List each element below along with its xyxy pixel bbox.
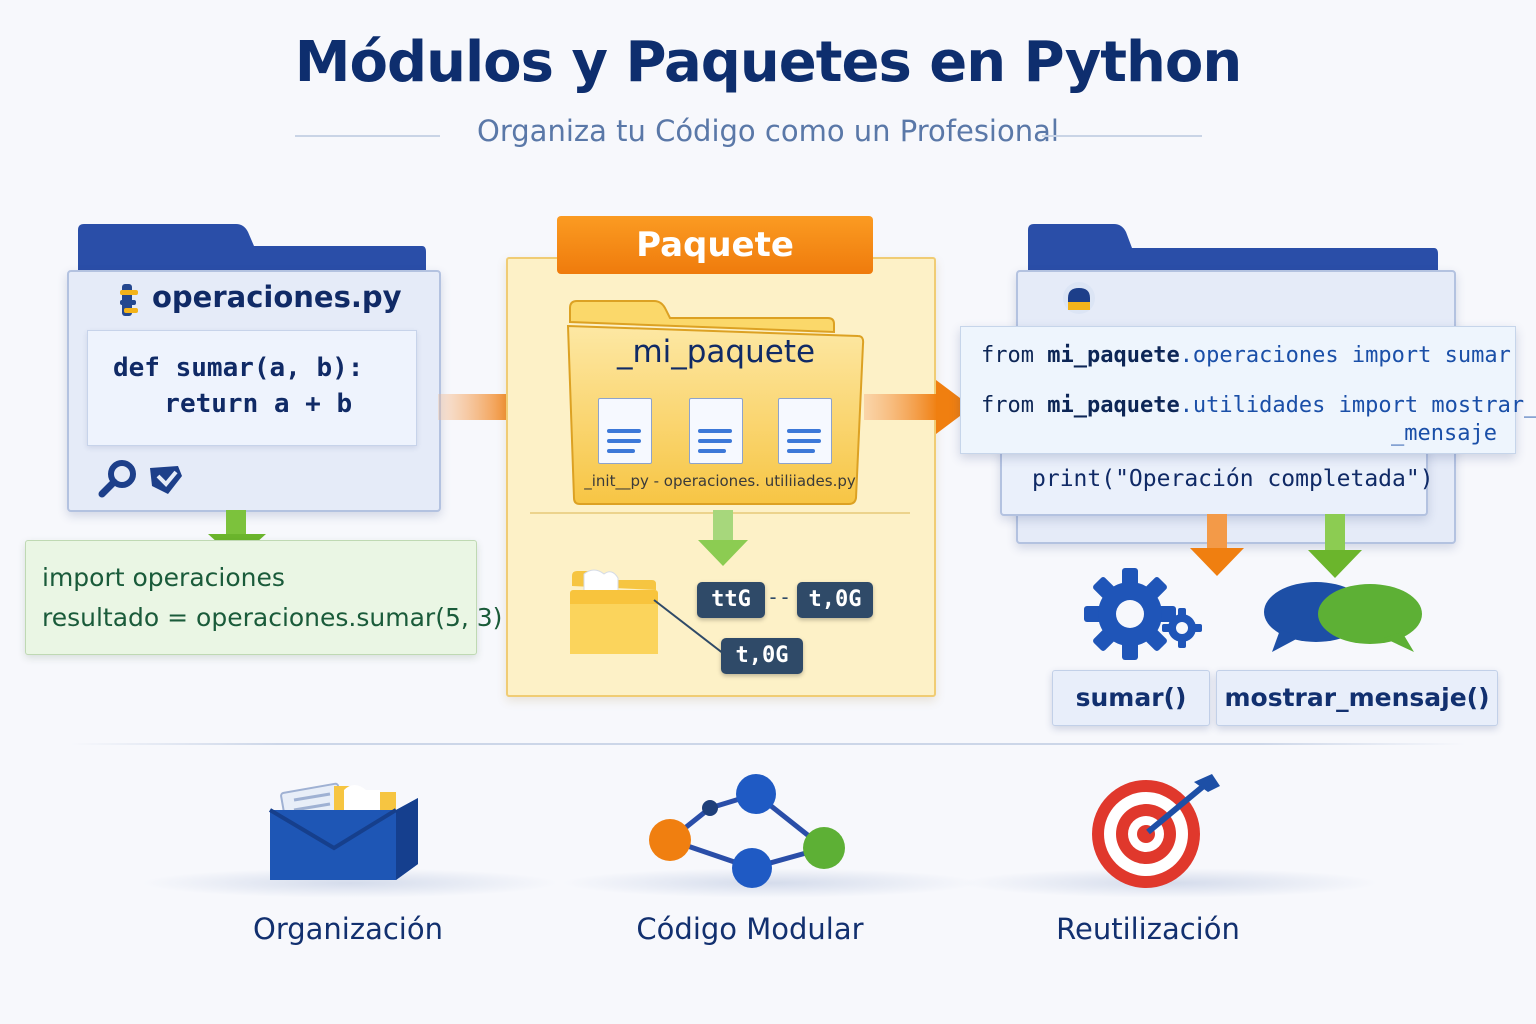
target-icon — [1092, 774, 1220, 888]
function-sumar: sumar() — [1052, 670, 1210, 726]
import-statement: from mi_paquete.operaciones import sumar — [981, 343, 1511, 368]
file-icon — [689, 398, 743, 464]
import-target: .utilidades import mostrar_ — [1179, 393, 1536, 418]
import-example-box: import operaciones resultado = operacion… — [25, 540, 502, 655]
file-icon — [778, 398, 832, 464]
benefit-reutilizacion: Reutilización — [1056, 912, 1240, 946]
import-line: import operaciones — [42, 563, 285, 592]
tag-icon — [150, 466, 182, 494]
arrow-down-orange-icon — [1190, 514, 1244, 576]
connector-line — [653, 599, 725, 655]
module-tag: t,0G — [797, 582, 873, 618]
module-tool-icons — [98, 460, 182, 498]
module-filename: operaciones.py — [152, 280, 402, 314]
module-folder-tab — [78, 224, 426, 272]
gears-icon — [1084, 568, 1202, 660]
python-file-icon — [120, 284, 138, 316]
code-line: def sumar(a, b): — [113, 353, 364, 383]
page-title: Módulos y Paquetes en Python — [294, 30, 1242, 95]
code-line: return a + b — [133, 389, 353, 419]
page-subtitle: Organiza tu Código como un Profesional — [477, 114, 1059, 148]
package-name: mi_paquete — [1047, 393, 1180, 418]
box-folder-icon — [268, 782, 418, 880]
chat-bubbles-icon — [1264, 582, 1422, 652]
function-mostrar-mensaje: mostrar_mensaje() — [1216, 670, 1498, 726]
usage-folder-tab — [1028, 224, 1438, 272]
open-folder-icon — [570, 569, 658, 654]
module-tag: t,0G — [721, 638, 803, 674]
module-tag: ttG — [697, 582, 765, 618]
arrow-down-green-icon — [1308, 514, 1362, 578]
import-target: .operaciones import sumar — [1179, 343, 1511, 368]
network-nodes-icon — [649, 774, 845, 888]
arrow-down-green-icon — [698, 510, 748, 566]
magnifier-icon — [98, 460, 136, 498]
subtitle-rule-right — [1042, 135, 1202, 137]
subtitle-rule-left — [295, 135, 440, 137]
package-name: mi_paquete — [1047, 343, 1180, 368]
import-continuation: _mensaje — [1391, 421, 1497, 446]
package-folder-name: _mi_paquete — [616, 334, 816, 370]
package-files-caption: _init__py - operaciones. utiliiades.py — [584, 472, 856, 490]
keyword-from: from — [981, 343, 1034, 368]
section-divider — [70, 743, 1466, 745]
print-line: print("Operación completada") — [1032, 466, 1434, 492]
tag-separator: -- — [767, 585, 792, 609]
module-code-box: def sumar(a, b): return a + b — [87, 330, 417, 446]
benefit-codigo-modular: Código Modular — [636, 912, 864, 946]
python-logo-icon — [1063, 282, 1095, 314]
benefit-organizacion: Organización — [253, 912, 443, 946]
arrow-right-orange-icon — [864, 380, 972, 434]
import-line: resultado = operaciones.sumar(5, 3) — [42, 603, 503, 632]
import-statement: from mi_paquete.utilidades import mostra… — [981, 393, 1536, 418]
import-statements-box: from mi_paquete.operaciones import sumar… — [960, 326, 1536, 454]
keyword-from: from — [981, 393, 1034, 418]
file-icon — [598, 398, 652, 464]
package-header: Paquete — [557, 216, 873, 274]
print-box: print("Operación completada") — [1000, 446, 1434, 516]
